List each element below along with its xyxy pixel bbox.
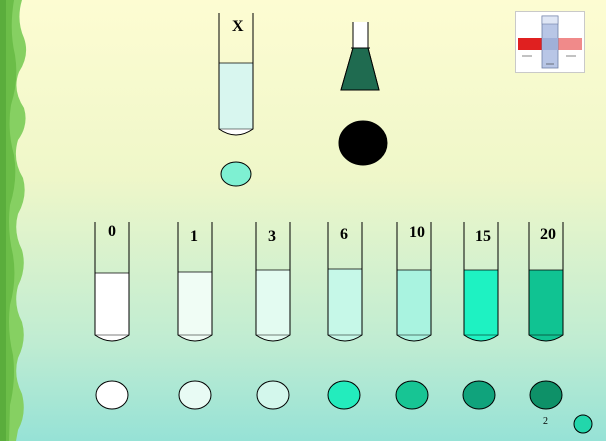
standard-label: 6 (340, 226, 348, 243)
standard-label: 3 (268, 228, 276, 245)
standard-label: 15 (475, 228, 491, 245)
standard-tube-10 (396, 222, 432, 342)
sample-label: X (232, 18, 244, 35)
sample-liquid (219, 63, 253, 129)
standard-liquid (328, 269, 362, 335)
standard-label: 10 (409, 224, 425, 241)
standard-tube-0 (94, 222, 130, 342)
sample-tube (218, 13, 254, 136)
cuvette-diagram-thumbnail (515, 11, 585, 73)
slide-number: 2 (543, 416, 548, 427)
standards-group (94, 222, 564, 410)
standard-spot-1 (178, 380, 212, 410)
standard-label: 1 (190, 228, 198, 245)
sample-spot (220, 161, 252, 187)
standard-liquid (464, 270, 498, 335)
standard-spot-3 (256, 380, 290, 410)
standard-label: 20 (540, 226, 556, 243)
standard-tube-15 (463, 222, 499, 342)
standard-spot-15 (462, 380, 496, 410)
cuvette-icon (516, 12, 584, 72)
standard-liquid (178, 272, 212, 335)
left-decorative-strip (0, 0, 27, 441)
standard-spot-20 (529, 380, 563, 410)
standard-label: 0 (108, 223, 116, 240)
standard-liquid (529, 270, 563, 335)
corner-dot (573, 414, 593, 434)
standard-tube-1 (177, 222, 213, 342)
standard-tube-6 (327, 222, 363, 342)
standard-tube-3 (255, 222, 291, 342)
standard-liquid (256, 270, 290, 335)
flask (340, 22, 380, 91)
standard-liquid (397, 270, 431, 335)
standard-spot-6 (327, 380, 361, 410)
standard-spot-10 (395, 380, 429, 410)
standard-liquid (95, 273, 129, 335)
standard-spot-0 (95, 380, 129, 410)
flask-spot (338, 120, 388, 166)
standard-tube-20 (528, 222, 564, 342)
